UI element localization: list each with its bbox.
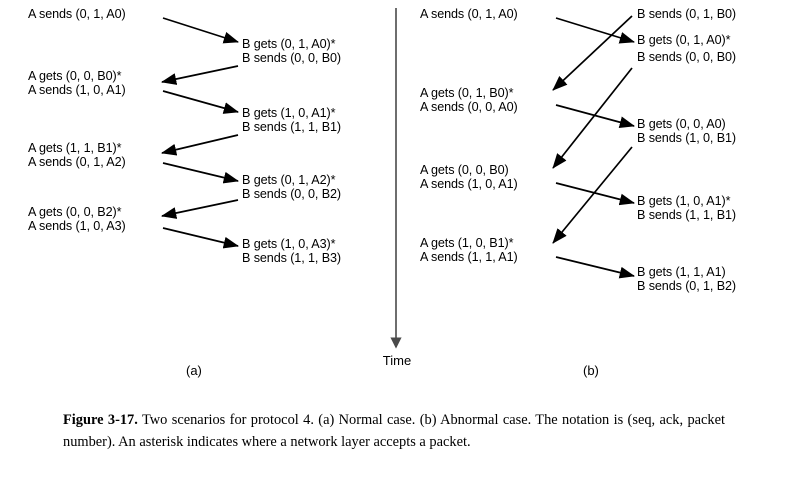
event-label: B sends (0, 1, B0) bbox=[637, 7, 736, 21]
event-label: B sends (0, 0, B0) bbox=[637, 50, 736, 64]
arrow-a-recv-b2 bbox=[161, 199, 239, 219]
event-label: A gets (0, 0, B0) bbox=[420, 163, 509, 177]
caption-text: Two scenarios for protocol 4. (a) Normal… bbox=[63, 412, 726, 450]
panel-a-letter: (a) bbox=[186, 363, 202, 378]
event-label: A gets (1, 1, B1)* bbox=[28, 141, 122, 155]
arrow-b-recv-b0-second bbox=[552, 67, 633, 169]
event-label: B gets (0, 1, A0)* bbox=[637, 33, 731, 47]
event-label: B gets (1, 0, A1)* bbox=[637, 194, 731, 208]
event-label: B gets (1, 0, A1)* bbox=[242, 106, 336, 120]
arrow-a-recv-b1 bbox=[161, 134, 239, 156]
event-label: B gets (0, 0, A0) bbox=[637, 117, 726, 131]
panel-b-arrows bbox=[552, 15, 635, 279]
event-label: B sends (0, 0, B2) bbox=[242, 187, 341, 201]
event-label: B gets (1, 0, A3)* bbox=[242, 237, 336, 251]
event-label: B sends (1, 1, B1) bbox=[242, 120, 341, 134]
event-label: B sends (0, 1, B2) bbox=[637, 279, 736, 293]
event-label: A sends (0, 1, A0) bbox=[420, 7, 518, 21]
event-label: A gets (0, 1, B0)* bbox=[420, 86, 514, 100]
event-label: B sends (1, 0, B1) bbox=[637, 131, 736, 145]
arrow-a-send-a1 bbox=[162, 90, 239, 114]
panel-a-arrows bbox=[161, 17, 239, 249]
event-label: B sends (1, 1, B3) bbox=[242, 251, 341, 265]
time-axis-label: Time bbox=[382, 353, 412, 368]
event-label: A gets (0, 0, B2)* bbox=[28, 205, 122, 219]
event-label: A sends (0, 1, A2) bbox=[28, 155, 126, 169]
event-label: A sends (0, 0, A0) bbox=[420, 100, 518, 114]
arrow-b-send-a0-dup bbox=[555, 104, 635, 129]
arrow-a-send-a2 bbox=[162, 162, 239, 184]
event-label: A sends (1, 0, A1) bbox=[420, 177, 518, 191]
event-label: B gets (0, 1, A0)* bbox=[242, 37, 336, 51]
figure-caption: Figure 3-17. Two scenarios for protocol … bbox=[63, 409, 725, 453]
event-label: A sends (1, 0, A1) bbox=[28, 83, 126, 97]
arrow-b-send-a1-dup bbox=[555, 256, 635, 279]
arrow-a-send-a3 bbox=[162, 227, 239, 249]
event-label: A sends (1, 0, A3) bbox=[28, 219, 126, 233]
event-label: B gets (1, 1, A1) bbox=[637, 265, 726, 279]
arrow-a-send-a0 bbox=[162, 17, 239, 44]
caption-figure-number: Figure 3-17. bbox=[63, 412, 138, 428]
arrow-b-recv-b0-first bbox=[552, 15, 633, 91]
arrow-a-recv-b0 bbox=[161, 65, 239, 85]
message-flow-diagram bbox=[161, 8, 635, 349]
arrow-b-send-a1 bbox=[555, 182, 635, 206]
arrow-b-send-a0 bbox=[555, 17, 635, 44]
panel-b-letter: (b) bbox=[583, 363, 599, 378]
event-label: A sends (0, 1, A0) bbox=[28, 7, 126, 21]
event-label: B gets (0, 1, A2)* bbox=[242, 173, 336, 187]
event-label: A sends (1, 1, A1) bbox=[420, 250, 518, 264]
event-label: A gets (0, 0, B0)* bbox=[28, 69, 122, 83]
arrow-b-recv-b1 bbox=[552, 146, 633, 244]
event-label: B sends (0, 0, B0) bbox=[242, 51, 341, 65]
event-label: A gets (1, 0, B1)* bbox=[420, 236, 514, 250]
event-label: B sends (1, 1, B1) bbox=[637, 208, 736, 222]
